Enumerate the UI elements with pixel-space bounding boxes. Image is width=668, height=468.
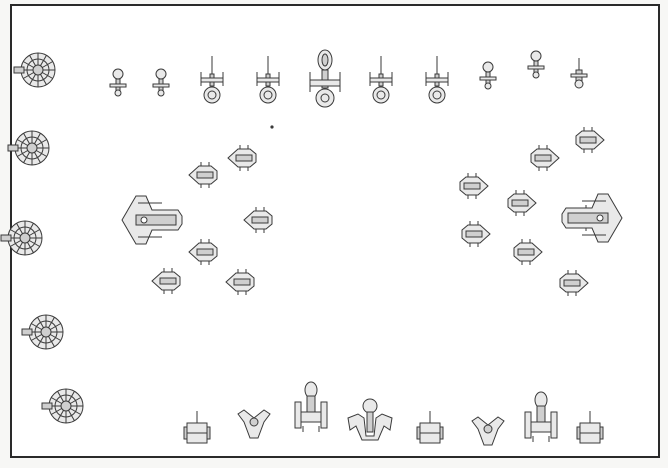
wing-fighter-icon <box>576 127 604 153</box>
top-ship-cruiser-ring-3[interactable] <box>201 56 223 103</box>
cruiser-ring-icon <box>257 56 279 103</box>
left-saucer-starship-saucer-2[interactable] <box>8 131 49 165</box>
right-wing-wing-fighter-4[interactable] <box>508 190 536 216</box>
wing-fighter-icon <box>508 190 536 216</box>
left-wing-wing-fighter-2[interactable] <box>189 162 217 188</box>
left-wing-wing-fighter-4[interactable] <box>189 239 217 265</box>
bottom-ship-bird-ship-2[interactable] <box>238 410 270 438</box>
top-ship-escort-small-2[interactable] <box>153 69 169 96</box>
starship-saucer-icon <box>22 315 63 349</box>
bottom-ship-frigate-1[interactable] <box>184 411 210 443</box>
top-ship-cruiser-ring-7[interactable] <box>426 56 448 103</box>
wing-fighter-icon <box>460 173 488 199</box>
top-ship-scout-10[interactable] <box>571 58 587 88</box>
battleship-icon <box>525 392 557 442</box>
wing-fighter-icon <box>189 239 217 265</box>
wing-mothership-icon <box>122 196 182 244</box>
right-wing-wing-fighter-7[interactable] <box>560 270 588 296</box>
bottom-ship-battleship-3[interactable] <box>295 382 327 432</box>
starship-saucer-icon <box>14 53 55 87</box>
bottom-ship-battleship-7[interactable] <box>525 392 557 442</box>
wing-fighter-icon <box>514 239 542 265</box>
bottom-ship-frigate-5[interactable] <box>417 411 443 443</box>
wing-fighter-icon <box>531 145 559 171</box>
heavy-cruiser-icon <box>310 50 340 107</box>
scout-icon <box>571 58 587 88</box>
left-wing-wing-fighter-5[interactable] <box>152 268 180 294</box>
bird-ship-icon <box>472 417 504 445</box>
starship-saucer-icon <box>8 131 49 165</box>
wing-fighter-icon <box>560 270 588 296</box>
left-saucer-starship-saucer-4[interactable] <box>22 315 63 349</box>
bird-ship-icon <box>238 410 270 438</box>
top-ship-escort-small-8[interactable] <box>480 62 496 89</box>
left-wing-wing-fighter-1[interactable] <box>228 145 256 171</box>
frigate-icon <box>417 411 443 443</box>
bottom-ship-frigate-8[interactable] <box>577 411 603 443</box>
wing-fighter-icon <box>228 145 256 171</box>
right-wing-wing-fighter-5[interactable] <box>462 221 490 247</box>
left-wing-wing-fighter-6[interactable] <box>226 269 254 295</box>
right-wing-wing-fighter-3[interactable] <box>460 173 488 199</box>
warbird-icon <box>348 399 392 440</box>
right-wing-wing-fighter-2[interactable] <box>531 145 559 171</box>
wing-fighter-icon <box>189 162 217 188</box>
wing-fighter-icon <box>244 207 272 233</box>
wing-fighter-icon <box>226 269 254 295</box>
right-wing-wing-fighter-1[interactable] <box>576 127 604 153</box>
escort-small-icon <box>528 51 544 78</box>
top-ship-escort-small-1[interactable] <box>110 69 126 96</box>
left-saucer-starship-saucer-1[interactable] <box>14 53 55 87</box>
top-ship-escort-small-9[interactable] <box>528 51 544 78</box>
wing-fighter-icon <box>152 268 180 294</box>
escort-small-icon <box>480 62 496 89</box>
left-wing-wing-fighter-3[interactable] <box>244 207 272 233</box>
board-marker-dot <box>270 125 273 128</box>
escort-small-icon <box>110 69 126 96</box>
left-saucer-starship-saucer-3[interactable] <box>1 221 42 255</box>
frigate-icon <box>577 411 603 443</box>
bottom-ship-warbird-4[interactable] <box>348 399 392 440</box>
wing-mothership-icon <box>562 194 622 242</box>
top-ship-heavy-cruiser-5[interactable] <box>310 50 340 107</box>
bottom-ship-bird-ship-6[interactable] <box>472 417 504 445</box>
right-wing-wing-mothership-9[interactable] <box>562 194 622 242</box>
cruiser-ring-icon <box>201 56 223 103</box>
starship-saucer-icon <box>42 389 83 423</box>
top-ship-cruiser-ring-6[interactable] <box>370 56 392 103</box>
left-wing-wing-mothership-7[interactable] <box>122 196 182 244</box>
top-ship-cruiser-ring-4[interactable] <box>257 56 279 103</box>
starship-saucer-icon <box>1 221 42 255</box>
wing-fighter-icon <box>462 221 490 247</box>
right-wing-wing-fighter-6[interactable] <box>514 239 542 265</box>
battleship-icon <box>295 382 327 432</box>
frigate-icon <box>184 411 210 443</box>
escort-small-icon <box>153 69 169 96</box>
left-saucer-starship-saucer-5[interactable] <box>42 389 83 423</box>
cruiser-ring-icon <box>426 56 448 103</box>
cruiser-ring-icon <box>370 56 392 103</box>
